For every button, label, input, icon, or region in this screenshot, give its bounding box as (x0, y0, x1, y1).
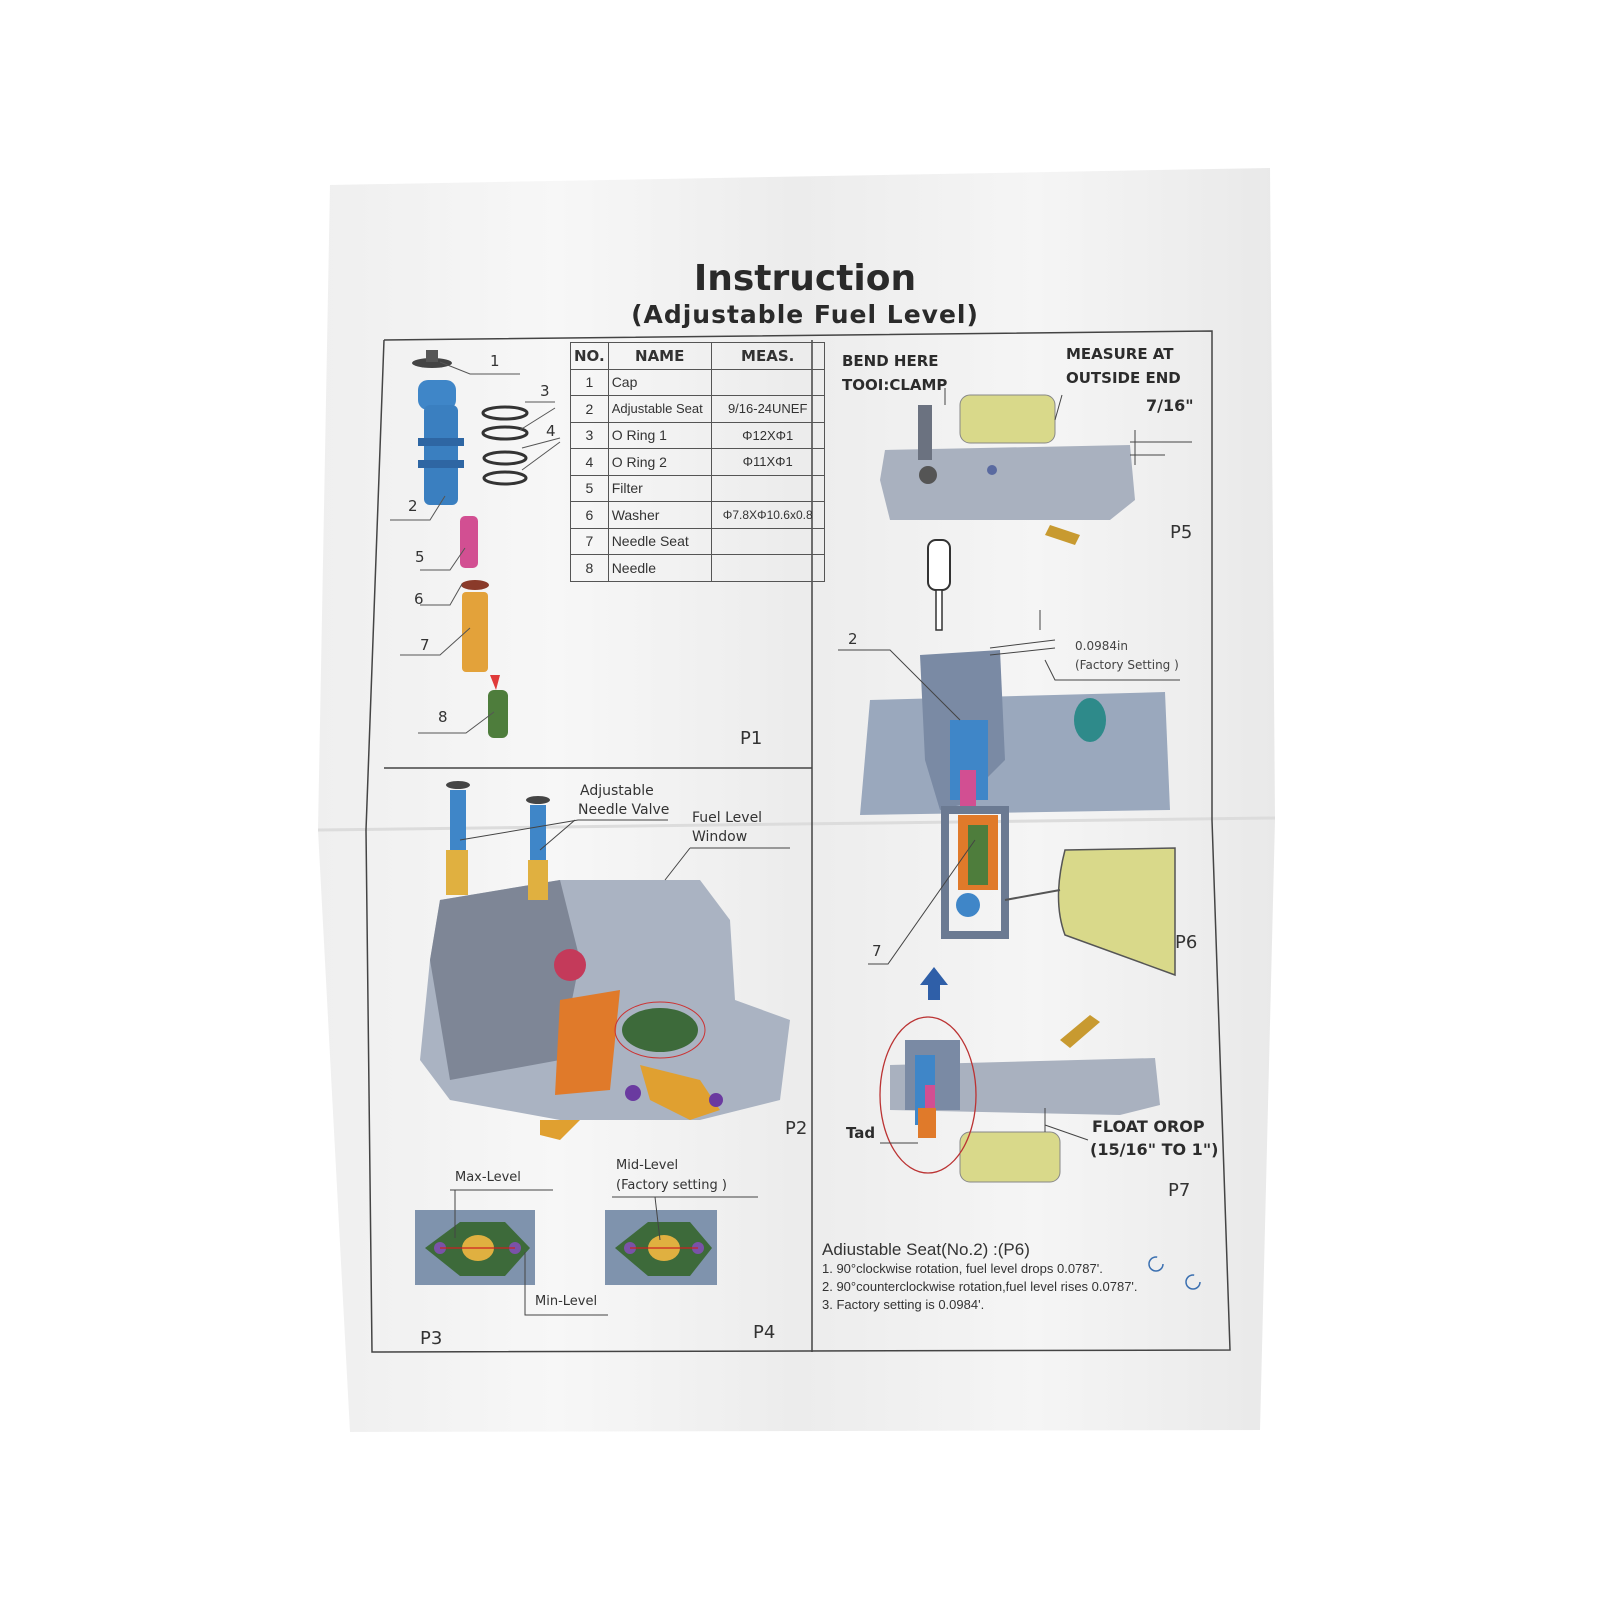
row-meas (710, 554, 825, 582)
p1-exploded-parts (412, 350, 529, 738)
row-meas: 9/16-24UNEF (710, 395, 825, 423)
row-name: O Ring 2 (607, 448, 712, 476)
screwdriver-drawing (927, 539, 951, 631)
p7-float-drop-drawing (879, 1015, 1160, 1183)
parts-table-header: NO. NAME MEAS. (570, 342, 825, 370)
row-name: Needle Seat (607, 527, 712, 555)
p5-measure-value: 7/16" (1146, 396, 1194, 415)
row-meas: Φ12XΦ1 (710, 421, 825, 449)
adjustment-notes: Adiustable Seat(No.2) :(P6) 1. 90°clockw… (822, 1240, 1138, 1314)
notes-line-1: 1. 90°clockwise rotation, fuel level dro… (822, 1261, 1103, 1276)
p3-max-level-label: Max-Level (455, 1170, 521, 1185)
p1-callout-1: 1 (490, 352, 500, 370)
p6-leader-lines (838, 610, 1180, 965)
p4-label: P4 (753, 1322, 776, 1343)
p1-callout-4: 4 (546, 422, 556, 440)
row-no: 6 (570, 501, 609, 529)
header-name: NAME (607, 342, 712, 370)
row-meas (710, 527, 825, 555)
p5-float-drawing (880, 394, 1135, 545)
row-no: 1 (570, 368, 609, 396)
notes-heading: Adiustable Seat(No.2) :(P6) (822, 1240, 1030, 1259)
p7-tad-label: Tad (846, 1124, 876, 1142)
row-name: Needle (607, 554, 712, 582)
p6-label: P6 (1175, 932, 1198, 953)
p4-level-window (605, 1210, 717, 1285)
p1-callout-8: 8 (438, 708, 448, 726)
document-subtitle: (Adjustable Fuel Level) (631, 300, 979, 329)
p1-callout-7: 7 (420, 636, 430, 654)
p4-mid-level-label-2: (Factory setting ) (616, 1178, 727, 1193)
p6-gap-value: 0.0984in (1075, 639, 1128, 653)
p7-float-drop-label-2: (15/16" TO 1") (1090, 1140, 1219, 1159)
p5-measure-label-1: MEASURE AT (1066, 345, 1174, 363)
p5-bend-label-1: BEND HERE (842, 352, 939, 370)
p3-min-level-label: Min-Level (535, 1294, 598, 1309)
p6-callout-7: 7 (872, 942, 882, 960)
row-meas: Φ7.8XΦ10.6x0.8 (710, 501, 825, 529)
p1-label: P1 (740, 728, 763, 749)
p2-leader-lines (459, 819, 790, 881)
paper-fold (317, 816, 1276, 832)
row-meas (710, 368, 825, 396)
row-name: O Ring 1 (607, 421, 712, 449)
p6-cross-section (860, 650, 1176, 977)
p1-callout-2: 2 (408, 497, 418, 515)
p5-measure-lines (944, 388, 1192, 465)
p3-level-window (415, 1210, 535, 1285)
p7-float-drop-label-1: FLOAT OROP (1092, 1117, 1205, 1136)
row-name: Cap (607, 368, 712, 396)
p6-gap-note: (Factory Setting ) (1075, 658, 1179, 672)
counterclockwise-icon (1185, 1274, 1201, 1290)
p2-window-label-2: Window (692, 829, 748, 845)
p3-label: P3 (420, 1328, 443, 1349)
p1-callout-6: 6 (414, 590, 424, 608)
row-no: 8 (570, 554, 609, 582)
notes-line-2: 2. 90°counterclockwise rotation,fuel lev… (822, 1279, 1138, 1294)
p2-needle-valve-label-1: Adjustable (580, 783, 654, 799)
p2-label: P2 (785, 1118, 808, 1139)
header-no: NO. (570, 342, 609, 370)
p6-callout-2: 2 (848, 630, 858, 648)
p3-p4-leader-lines (450, 1189, 758, 1316)
row-no: 2 (570, 395, 609, 423)
p2-carburetor-drawing (420, 781, 790, 1140)
document-title: Instruction (693, 258, 917, 299)
row-name: Washer (607, 501, 712, 529)
p1-callout-3: 3 (540, 382, 550, 400)
clockwise-icon (1148, 1256, 1164, 1272)
row-no: 3 (570, 421, 609, 449)
row-no: 5 (570, 474, 609, 502)
up-arrow-icon (920, 967, 948, 1000)
p1-callout-5: 5 (415, 548, 425, 566)
p5-measure-label-2: OUTSIDE END (1066, 369, 1181, 387)
row-meas: Φ11XΦ1 (710, 448, 825, 476)
p4-mid-level-label-1: Mid-Level (616, 1158, 679, 1173)
p2-needle-valve-label-2: Needle Valve (578, 802, 670, 818)
header-meas: MEAS. (710, 342, 825, 370)
p2-window-label-1: Fuel Level (692, 810, 763, 826)
row-name: Adjustable Seat (607, 395, 712, 423)
row-name: Filter (607, 474, 712, 502)
row-meas (710, 474, 825, 502)
p5-label: P5 (1170, 522, 1193, 543)
p1-leader-lines (390, 361, 561, 734)
p5-bend-label-2: TOOI:CLAMP (842, 376, 948, 394)
row-no: 4 (570, 448, 609, 476)
notes-line-3: 3. Factory setting is 0.0984'. (822, 1297, 985, 1312)
p7-label: P7 (1168, 1180, 1191, 1201)
p7-leader-lines (880, 1108, 1089, 1144)
row-no: 7 (570, 527, 609, 555)
